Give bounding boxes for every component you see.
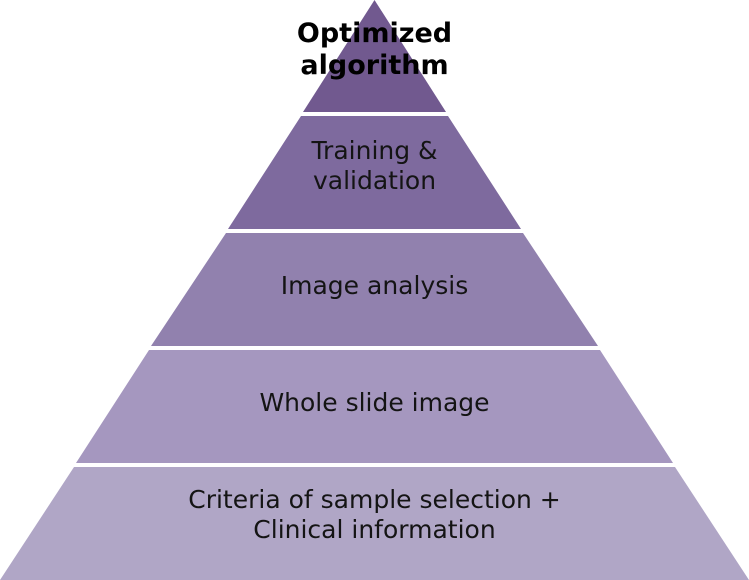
- pyramid-level-4: [76, 350, 673, 463]
- level-1-label-line-1: Optimized: [296, 18, 453, 49]
- level-5-label-line-2: Clinical information: [253, 514, 496, 544]
- pyramid-level-2: [228, 116, 521, 229]
- pyramid-level-5: [0, 467, 749, 580]
- level-4-label: Whole slide image: [0, 388, 749, 418]
- level-5-label-line-1: Criteria of sample selection +: [188, 485, 561, 514]
- level-3-label: Image analysis: [0, 271, 749, 301]
- level-1-label-line-2: algorithm: [300, 49, 449, 81]
- level-1-label: Optimized algorithm: [0, 18, 749, 82]
- level-5-label: Criteria of sample selection + Clinical …: [0, 485, 749, 544]
- pyramid-level-1: [303, 0, 446, 112]
- level-2-label-line-2: validation: [312, 165, 437, 195]
- level-4-label-line-1: Whole slide image: [259, 388, 490, 417]
- level-3-label-line-1: Image analysis: [280, 271, 469, 300]
- level-2-label: Training & validation: [0, 136, 749, 195]
- pyramid-level-3: [151, 233, 598, 346]
- level-2-label-line-1: Training &: [311, 136, 438, 165]
